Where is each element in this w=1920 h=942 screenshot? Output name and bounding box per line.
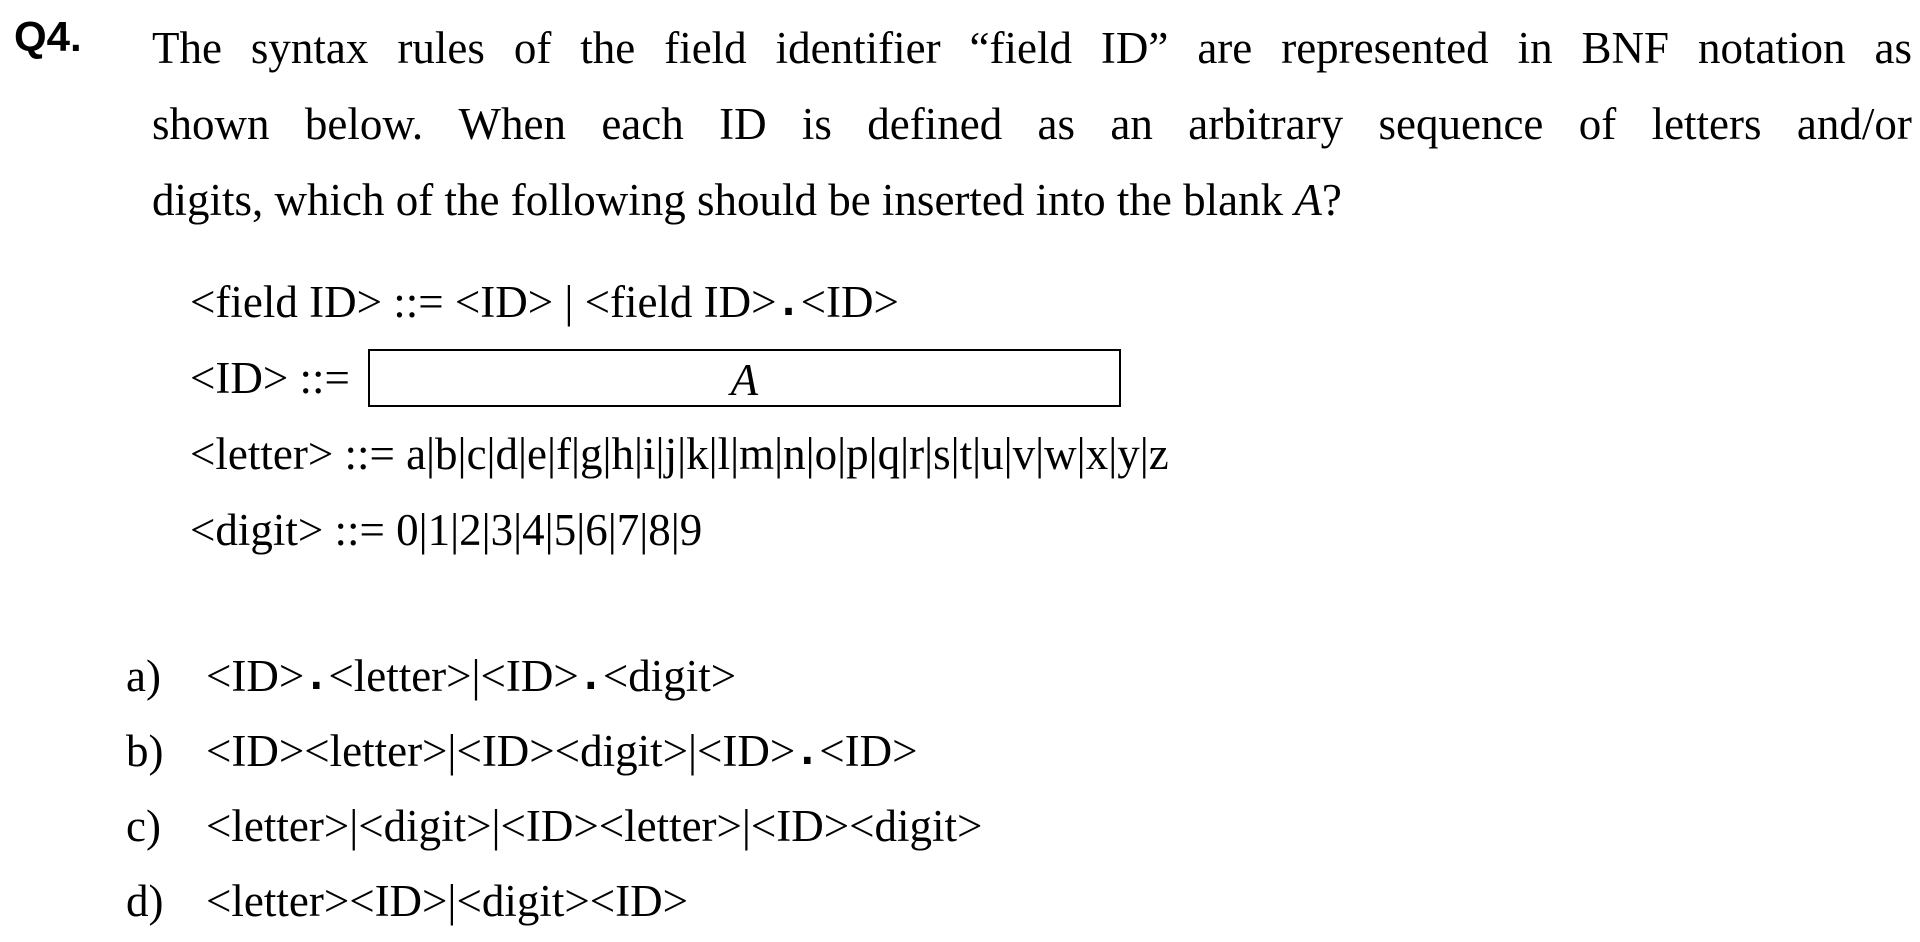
bnf-rule-id: <ID> ::= A — [190, 340, 1169, 416]
bnf-rule-field-id-rhs: <ID> — [800, 277, 899, 327]
question-word: represented — [1281, 23, 1489, 73]
question-word: When — [458, 99, 566, 149]
question-word: of — [1578, 99, 1617, 149]
question-word: rules — [397, 23, 485, 73]
question-word: is — [801, 99, 832, 149]
question-word: below. — [304, 99, 424, 149]
question-word: as — [1037, 99, 1076, 149]
question-word: sequence — [1378, 99, 1544, 149]
option-letter: d) — [126, 875, 164, 926]
bnf-dot: . — [776, 279, 801, 325]
question-word: in — [1517, 23, 1553, 73]
question-word: identifier — [775, 23, 941, 73]
bnf-rule-letter-text: <letter> ::= a|b|c|d|e|f|g|h|i|j|k|l|m|n… — [190, 429, 1169, 479]
option-text: <digit> — [602, 650, 737, 701]
question-blank-reference: A — [1294, 175, 1322, 225]
blank-box-a: A — [367, 349, 1121, 407]
question-word: are — [1197, 23, 1253, 73]
bnf-rule-digit: <digit> ::= 0|1|2|3|4|5|6|7|8|9 — [190, 492, 1169, 568]
option-text: <letter><ID>|<digit><ID> — [206, 875, 688, 926]
question-word: shown — [152, 99, 270, 149]
question-word: BNF — [1581, 23, 1670, 73]
question-word: The — [152, 23, 222, 73]
question-word: ID” — [1100, 23, 1169, 73]
option-letter: a) — [126, 650, 161, 701]
question-word: “field — [969, 23, 1072, 73]
question-line-3: digits, which of the following should be… — [152, 162, 1912, 238]
question-word: syntax — [250, 23, 369, 73]
option-letter: c) — [126, 800, 161, 851]
option-dot: . — [795, 727, 820, 774]
bnf-rules: <field ID> ::= <ID> | <field ID>.<ID> <I… — [190, 264, 1169, 568]
option-dot: . — [578, 652, 603, 699]
option-d[interactable]: d) <letter><ID>|<digit><ID> — [126, 863, 982, 938]
option-text: <letter>|<digit>|<ID><letter>|<ID><digit… — [206, 800, 983, 851]
bnf-rule-field-id-lhs: <field ID> ::= <ID> | <field ID> — [190, 277, 777, 327]
question-word: letters — [1651, 99, 1762, 149]
option-dot: . — [304, 652, 329, 699]
answer-options: a)<ID>.<letter>|<ID>.<digit>b)<ID><lette… — [126, 638, 982, 938]
question-word: the — [580, 23, 636, 73]
question-word: ID — [719, 99, 767, 149]
question-word: and/or — [1796, 99, 1912, 149]
question-word: notation — [1698, 23, 1846, 73]
option-b[interactable]: b) <ID><letter>|<ID><digit>|<ID>.<ID> — [126, 713, 982, 788]
question-word: each — [601, 99, 684, 149]
option-a[interactable]: a)<ID>.<letter>|<ID>.<digit> — [126, 638, 982, 713]
option-text: <ID> — [206, 650, 305, 701]
option-letter: b) — [126, 725, 164, 776]
question-word: as — [1874, 23, 1912, 73]
question-word: an — [1110, 99, 1153, 149]
option-text: <ID> — [819, 725, 918, 776]
option-text: <letter>|<ID> — [328, 650, 579, 701]
bnf-rule-letter: <letter> ::= a|b|c|d|e|f|g|h|i|j|k|l|m|n… — [190, 416, 1169, 492]
question-mark: ? — [1321, 175, 1342, 225]
bnf-rule-digit-text: <digit> ::= 0|1|2|3|4|5|6|7|8|9 — [190, 505, 703, 555]
question-word: of — [513, 23, 552, 73]
question-word: field — [664, 23, 747, 73]
question-word: defined — [867, 99, 1003, 149]
option-c[interactable]: c) <letter>|<digit>|<ID><letter>|<ID><dig… — [126, 788, 982, 863]
question-line-3-text: digits, which of the following should be… — [152, 175, 1295, 225]
question-number: Q4. — [14, 13, 82, 60]
question-word: arbitrary — [1188, 99, 1344, 149]
bnf-rule-id-lhs: <ID> ::= — [190, 353, 350, 403]
bnf-rule-field-id: <field ID> ::= <ID> | <field ID>.<ID> — [190, 264, 1169, 340]
option-text: <ID><letter>|<ID><digit>|<ID> — [206, 725, 796, 776]
